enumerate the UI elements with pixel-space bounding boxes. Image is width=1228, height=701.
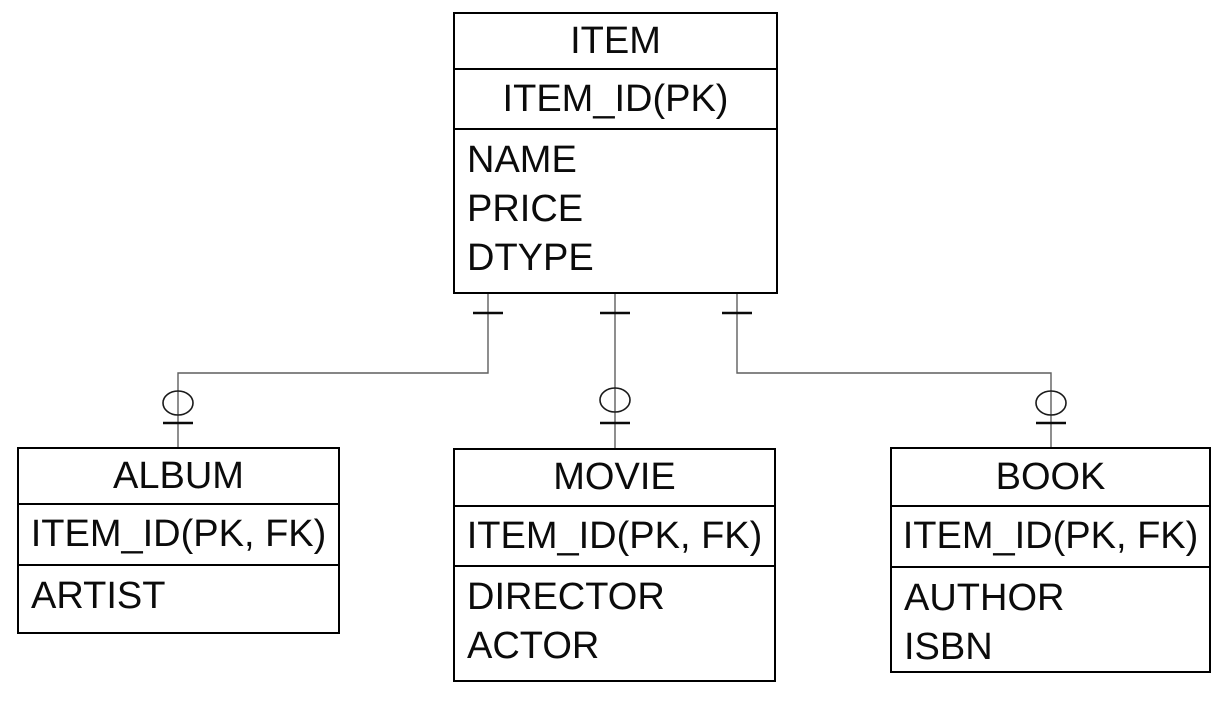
entity-album-title: ALBUM — [19, 449, 338, 505]
entity-attribute: DTYPE — [467, 237, 594, 279]
connector-item-album — [162, 294, 503, 447]
connector-item-movie — [599, 294, 631, 448]
entity-book-title: BOOK — [892, 449, 1209, 507]
entity-movie-key: ITEM_ID(PK, FK) — [455, 507, 774, 567]
entity-attribute: ISBN — [904, 626, 993, 668]
entity-movie-attributes: DIRECTOR ACTOR — [455, 567, 774, 680]
zero-circle-icon — [599, 387, 631, 413]
entity-item: ITEM ITEM_ID(PK) NAME PRICE DTYPE — [453, 12, 778, 294]
entity-album-key: ITEM_ID(PK, FK) — [19, 505, 338, 566]
entity-movie: MOVIE ITEM_ID(PK, FK) DIRECTOR ACTOR — [453, 448, 776, 682]
entity-item-title: ITEM — [455, 14, 776, 70]
entity-album: ALBUM ITEM_ID(PK, FK) ARTIST — [17, 447, 340, 634]
relationship-line — [177, 294, 489, 447]
entity-attribute: PRICE — [467, 188, 584, 230]
entity-attribute: NAME — [467, 139, 577, 181]
zero-circle-icon — [1035, 390, 1067, 416]
entity-attribute: AUTHOR — [904, 577, 1065, 619]
entity-attribute: ACTOR — [467, 625, 600, 667]
entity-album-attributes: ARTIST — [19, 566, 338, 632]
entity-book-attributes: AUTHOR ISBN — [892, 568, 1209, 672]
connector-item-book — [722, 294, 1067, 447]
entity-book: BOOK ITEM_ID(PK, FK) AUTHOR ISBN — [890, 447, 1211, 673]
entity-attribute: DIRECTOR — [467, 576, 665, 618]
relationship-line — [736, 294, 1052, 447]
entity-movie-title: MOVIE — [455, 450, 774, 507]
entity-item-attributes: NAME PRICE DTYPE — [455, 130, 776, 292]
entity-attribute: ARTIST — [31, 575, 166, 617]
entity-item-key: ITEM_ID(PK) — [455, 70, 776, 130]
entity-book-key: ITEM_ID(PK, FK) — [892, 507, 1209, 568]
zero-circle-icon — [162, 390, 194, 416]
